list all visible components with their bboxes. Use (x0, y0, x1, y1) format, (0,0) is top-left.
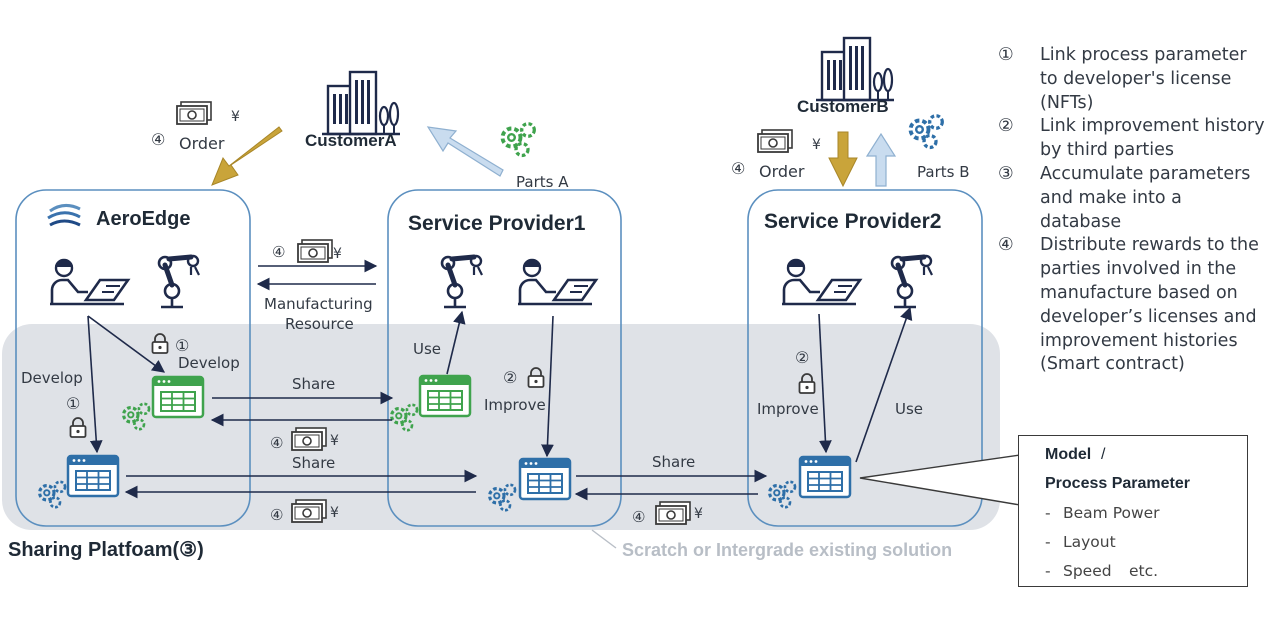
service-provider2-box (747, 189, 983, 527)
legend-num: ① (998, 45, 1014, 65)
yen-share-right: ¥ (694, 506, 703, 522)
model-parameter-callout: Model / Process Parameter - Beam Power -… (1018, 435, 1248, 587)
order-a-label: Order (179, 134, 225, 153)
legend-num: ② (998, 116, 1014, 137)
sp1-worker-icon (516, 257, 598, 306)
customer-b-building-icon (814, 36, 896, 102)
yen-order-b: ¥ (812, 137, 821, 153)
callout-title-slash: / (1101, 446, 1106, 463)
legend: ① Link process parameter to developer's … (998, 44, 1268, 377)
parts-b-arrow (865, 132, 897, 187)
yen-share-bottom: ¥ (330, 505, 339, 521)
sharing-platform-label: Sharing Platfoam(③) (8, 539, 204, 561)
use-label-sp2: Use (895, 400, 923, 418)
customer-b-label: CustomerB (797, 97, 889, 116)
sp2-worker-icon (780, 257, 862, 306)
legend-item: ④ Distribute rewards to the parties invo… (998, 234, 1268, 377)
sp1-blue-window-icon (518, 457, 572, 501)
share-label-bottom: Share (292, 454, 335, 472)
num4-mfg: ④ (272, 243, 285, 261)
callout-title-model: Model (1045, 446, 1092, 463)
legend-item: ③ Accumulate parameters and make into a … (998, 163, 1268, 234)
legend-item: ② Link improvement history by third part… (998, 115, 1268, 163)
order-b-label: Order (759, 162, 805, 181)
callout-dash-1: - (1045, 504, 1051, 522)
improve-label-sp1: Improve (484, 396, 546, 414)
legend-item: ① Link process parameter to developer's … (998, 44, 1268, 115)
parts-a-arrow (426, 126, 504, 177)
share-label-top: Share (292, 375, 335, 393)
money-icon-share-bottom (291, 499, 327, 523)
callout-item-speed: Speed (1063, 562, 1112, 580)
money-icon-mfg (297, 239, 333, 263)
num4-share-top: ④ (270, 434, 283, 452)
money-icon-share-right (655, 501, 691, 525)
callout-item-layout: Layout (1063, 533, 1116, 551)
order-arrow-a (211, 126, 283, 186)
scratch-note: Scratch or Intergrade existing solution (622, 540, 952, 560)
aeroedge-robot-icon (159, 256, 199, 307)
yen-order-a: ¥ (231, 109, 240, 125)
sharing-platform-band (2, 324, 1000, 530)
num1-left: ① (66, 394, 80, 413)
callout-title-process: Process Parameter (1045, 475, 1190, 492)
num2-sp1: ② (503, 368, 517, 387)
customer-a-building-icon (320, 70, 402, 136)
legend-text: Link process parameter to developer's li… (1040, 45, 1247, 113)
legend-text: Distribute rewards to the parties involv… (1040, 235, 1259, 375)
aeroedge-title: AeroEdge (96, 208, 190, 230)
num4-share-bottom: ④ (270, 506, 283, 524)
aeroedge-green-window-icon (151, 375, 205, 419)
aeroedge-worker-icon (48, 257, 130, 306)
yen-mfg: ¥ (333, 246, 342, 262)
num4-share-right: ④ (632, 508, 645, 526)
parts-a-label: Parts A (516, 173, 569, 191)
num2-sp2: ② (795, 348, 809, 367)
money-icon-order-a (176, 101, 212, 125)
num4-order-b: ④ (731, 159, 745, 178)
money-icon-order-b (757, 129, 793, 153)
sp2-title: Service Provider2 (764, 210, 941, 233)
money-icon-share-top (291, 427, 327, 451)
resource-label: Resource (285, 315, 354, 333)
num1-develop: ① (175, 336, 189, 355)
sp1-title: Service Provider1 (408, 212, 586, 235)
legend-text: Link improvement history by third partie… (1040, 116, 1265, 161)
use-label-sp1: Use (413, 340, 441, 358)
sp1-green-window-icon (418, 374, 472, 418)
aeroedge-box (15, 189, 251, 527)
parts-b-gears-icon (908, 113, 945, 150)
num4-order-a: ④ (151, 130, 165, 149)
legend-text: Accumulate parameters and make into a da… (1040, 163, 1251, 232)
customer-a-label: CustomerA (305, 131, 397, 150)
manufacturing-label: Manufacturing (264, 295, 373, 313)
sp1-robot-icon (442, 256, 482, 307)
aeroedge-logo-icon (47, 204, 81, 227)
order-arrow-b (828, 131, 858, 188)
parts-b-label: Parts B (917, 163, 970, 181)
share-label-right: Share (652, 453, 695, 471)
develop-label-right: Develop (178, 354, 240, 372)
develop-label-left: Develop (21, 369, 83, 387)
yen-share-top: ¥ (330, 433, 339, 449)
legend-num: ④ (998, 235, 1014, 256)
service-provider1-box (387, 189, 622, 527)
callout-item-etc: etc. (1129, 562, 1159, 580)
callout-item-beam: Beam Power (1063, 504, 1160, 522)
improve-label-sp2: Improve (757, 400, 819, 418)
sp2-robot-icon (892, 256, 932, 307)
callout-dash-2: - (1045, 533, 1051, 551)
callout-dash-3: - (1045, 562, 1051, 580)
parts-a-gears-icon (500, 121, 537, 158)
legend-num: ③ (998, 163, 1014, 184)
sp2-blue-window-icon (798, 455, 852, 499)
aeroedge-blue-window-icon (66, 454, 120, 498)
